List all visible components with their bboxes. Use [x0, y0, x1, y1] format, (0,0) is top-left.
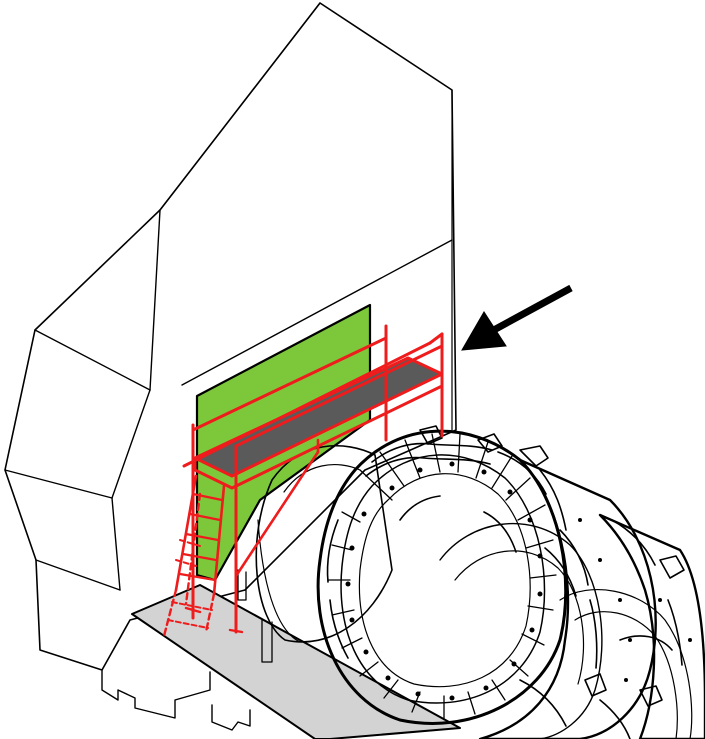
platform-rail: [182, 341, 432, 468]
enclosure-edge-line: [4, 469, 113, 499]
arrow-head: [461, 311, 507, 351]
engine-rear-case: [598, 513, 705, 739]
engine-assembly: [237, 425, 705, 739]
ladder-hidden-rungs: [167, 539, 213, 629]
engine-mid-ring: [439, 523, 603, 739]
engine-inner-ring: [340, 454, 546, 704]
engine-front-ring: [316, 429, 568, 725]
enclosure-edge-line: [149, 209, 161, 391]
enclosure-edge-line: [111, 497, 121, 591]
enclosure-housing: [4, 2, 457, 731]
engine-pipework: [326, 425, 685, 739]
engine-inlet: [255, 445, 393, 643]
enclosure-edge-line: [181, 239, 453, 386]
engine-rear-ring: [559, 589, 693, 739]
enclosure-foot: [211, 704, 251, 731]
enclosure-outline: [4, 2, 457, 671]
engine-support-leg: [261, 619, 273, 663]
enclosure-edge-line: [111, 389, 151, 499]
enclosure-edge-line: [34, 329, 151, 391]
platform-rail: [191, 336, 388, 432]
arrow-shaft: [490, 284, 573, 335]
scaffold-platform: [162, 324, 444, 638]
enclosure-edge-line: [159, 2, 321, 211]
floor-mat: [131, 584, 461, 739]
platform-foot: [228, 628, 244, 634]
platform-post: [428, 332, 444, 345]
arrow-icon: [461, 284, 573, 351]
engine-rear-ring: [574, 611, 678, 739]
ladder-hidden-rail: [204, 592, 216, 634]
enclosure-edge-line: [35, 559, 121, 591]
platform-foot: [184, 606, 202, 614]
engine-inlet-ring: [283, 464, 361, 493]
engine-inner-ring: [358, 473, 531, 688]
engine-support-leg: [237, 569, 247, 601]
engine-mid-ring: [454, 550, 585, 685]
ladder-hidden-rail: [184, 492, 202, 606]
platform-rail: [234, 344, 444, 448]
platform-brace: [234, 450, 320, 578]
engine-bolt-ring: [345, 461, 692, 701]
enclosure-foot: [101, 669, 211, 719]
ladder-hidden-rail: [162, 588, 178, 638]
engine-struts: [327, 433, 557, 719]
ladder-rungs: [178, 492, 224, 582]
engine-mid-casing: [478, 458, 657, 739]
